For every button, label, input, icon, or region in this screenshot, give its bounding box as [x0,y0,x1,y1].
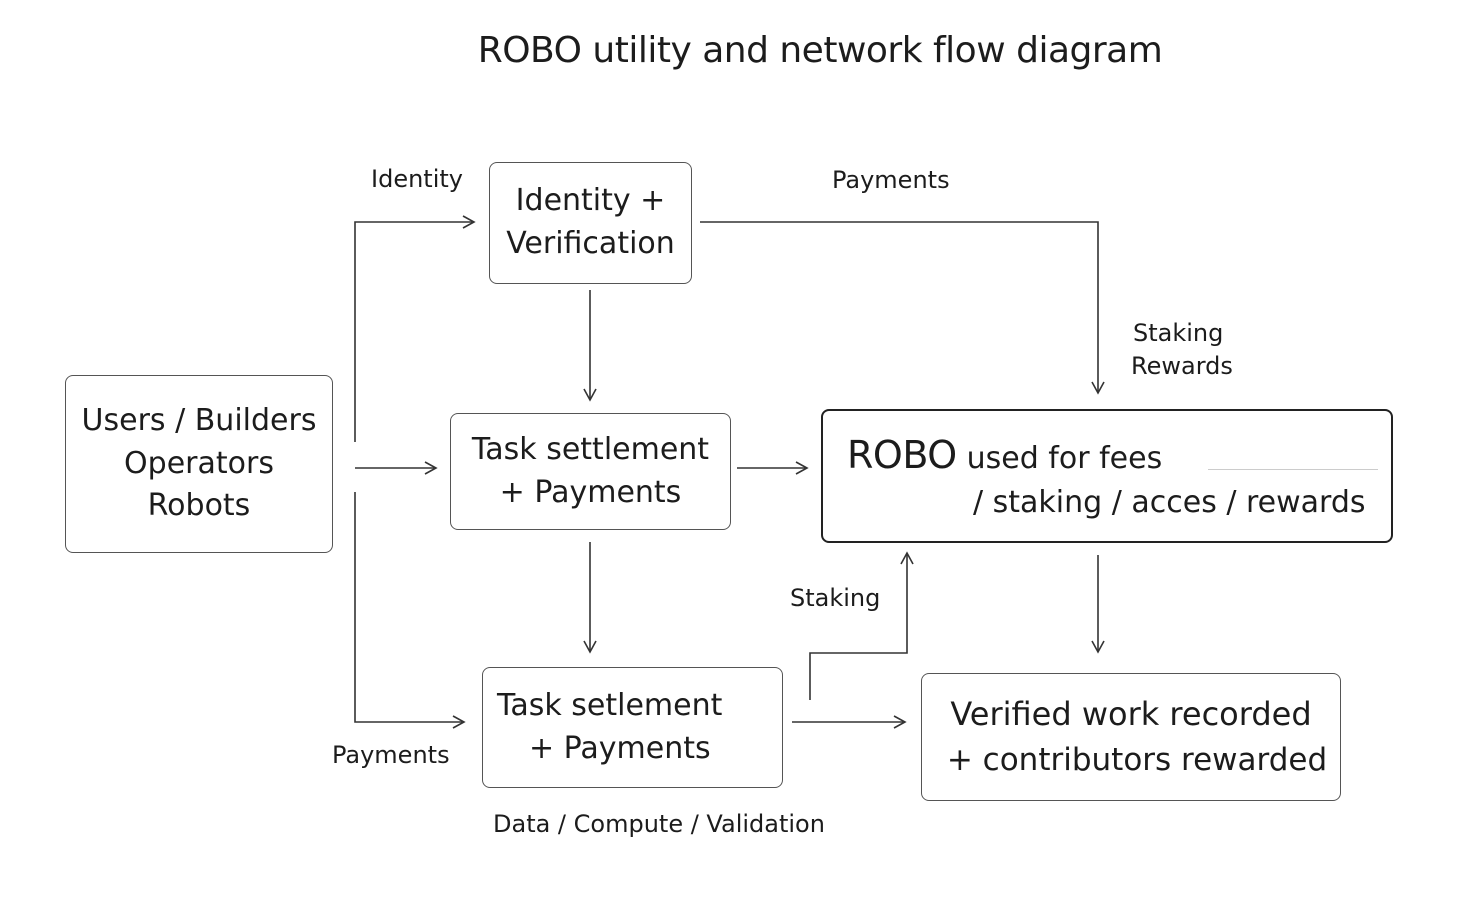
arrow-users-to-identity [354,215,476,442]
node-line: Task settlement [471,431,710,467]
node-users-builders-operators-robots: Users / Builders Operators Robots [65,375,333,553]
diagram-title: ROBO utility and network flow diagram [477,30,1163,71]
edge-label-payments-top: Payments [832,166,950,194]
robo-uses-text: / staking / acces / rewards [973,485,1366,520]
node-line: + Payments [529,730,711,766]
node-task-setlement: Task setlement + Payments [482,667,783,788]
arrow-users-to-task-setlement [354,492,466,729]
node-line: Operators [124,445,274,481]
arrow-identity-to-robo [700,221,1105,395]
edge-label-data-compute-validation: Data / Compute / Validation [493,810,825,838]
node-robo-utility: ROBO used for fees / staking / acces / re… [821,409,1393,543]
robo-divider [1208,469,1378,470]
node-line: Users / Builders [81,403,317,439]
edge-label-line: Staking [1133,319,1224,347]
node-line: Task setlement [497,687,723,723]
arrow-task-setlement-staking-to-robo [809,551,914,700]
edge-label-line: Rewards [1131,352,1233,381]
node-line: Verification [506,226,675,261]
edge-label-identity: Identity [371,165,463,193]
robo-fees-text: used for fees [966,441,1163,476]
node-line: Robots [147,488,251,524]
node-line: Identity + [515,183,666,219]
robo-token-name: ROBO [847,433,957,477]
node-line: + contributors rewarded [946,741,1328,778]
robo-line-1: ROBO used for fees [847,429,1162,483]
node-identity-verification: Identity + Verification [489,162,692,284]
edge-label-staking: Staking [790,584,881,612]
node-verified-work: Verified work recorded + contributors re… [921,673,1341,801]
node-task-settlement: Task settlement + Payments [450,413,731,530]
edge-label-staking-rewards: Staking Rewards [1131,317,1233,383]
node-line: Verified work recorded [950,695,1312,734]
node-line: + Payments [499,474,682,510]
edge-label-payments-bottom: Payments [332,741,450,769]
